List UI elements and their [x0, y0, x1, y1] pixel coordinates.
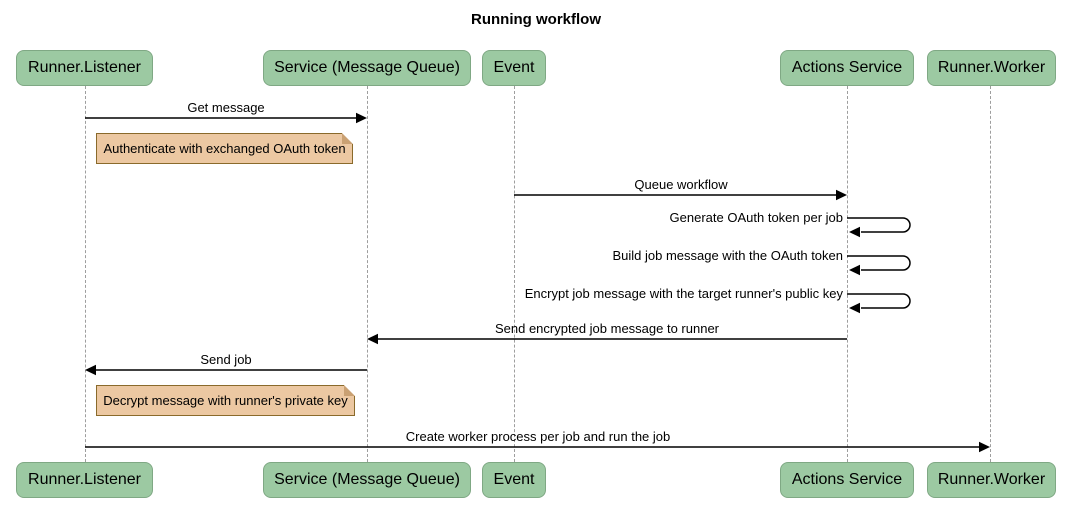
- arrowhead-create-worker-process: [979, 441, 990, 453]
- lifeline-runner-listener: [85, 86, 86, 462]
- note-authenticate-oauth-token: Authenticate with exchanged OAuth token: [96, 133, 353, 164]
- diagram-title: Running workflow: [471, 11, 601, 28]
- participant-bottom-service-message-queue: Service (Message Queue): [263, 462, 471, 498]
- participant-bottom-runner-worker: Runner.Worker: [927, 462, 1056, 498]
- participant-top-actions-service: Actions Service: [780, 50, 914, 86]
- participant-bottom-actions-service: Actions Service: [780, 462, 914, 498]
- message-label-build-job-message: Build job message with the OAuth token: [612, 248, 843, 263]
- participant-top-service-message-queue: Service (Message Queue): [263, 50, 471, 86]
- message-label-encrypt-job-message: Encrypt job message with the target runn…: [524, 286, 843, 301]
- participant-top-event: Event: [482, 50, 546, 86]
- arrowhead-queue-workflow: [836, 189, 847, 201]
- arrowhead-get-message: [356, 112, 367, 124]
- arrowhead-generate-oauth-token: [849, 226, 860, 238]
- message-label-send-job: Send job: [200, 352, 252, 367]
- participant-bottom-runner-listener: Runner.Listener: [16, 462, 153, 498]
- self-arrow-encrypt-job-message: [847, 293, 911, 309]
- message-label-send-encrypted-job: Send encrypted job message to runner: [494, 321, 720, 336]
- participant-bottom-event: Event: [482, 462, 546, 498]
- message-label-create-worker-process: Create worker process per job and run th…: [405, 429, 671, 444]
- arrowhead-build-job-message: [849, 264, 860, 276]
- self-arrow-generate-oauth-token: [847, 217, 911, 233]
- lifeline-actions-service: [847, 86, 848, 462]
- message-label-generate-oauth-token: Generate OAuth token per job: [669, 210, 843, 225]
- lifeline-runner-worker: [990, 86, 991, 462]
- lifeline-event: [514, 86, 515, 462]
- arrowhead-encrypt-job-message: [849, 302, 860, 314]
- lifeline-service-message-queue: [367, 86, 368, 462]
- participant-top-runner-worker: Runner.Worker: [927, 50, 1056, 86]
- participant-top-runner-listener: Runner.Listener: [16, 50, 153, 86]
- message-label-get-message: Get message: [187, 100, 265, 115]
- arrowhead-send-encrypted-job-message: [367, 333, 378, 345]
- arrowhead-send-job: [85, 364, 96, 376]
- message-label-queue-workflow: Queue workflow: [634, 177, 728, 192]
- note-decrypt-message: Decrypt message with runner's private ke…: [96, 385, 355, 416]
- self-arrow-build-job-message: [847, 255, 911, 271]
